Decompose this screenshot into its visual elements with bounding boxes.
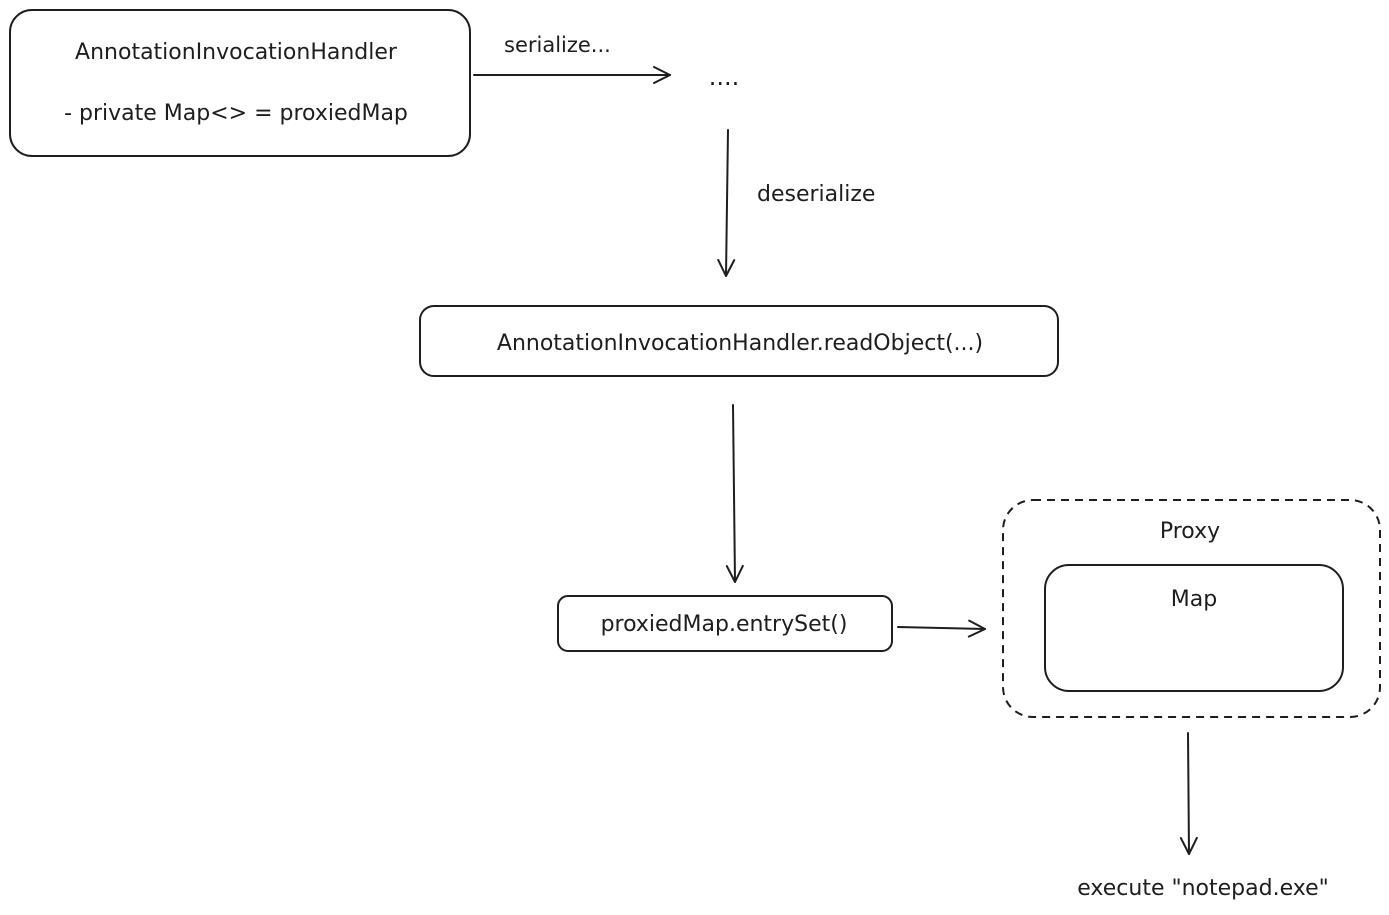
execute-label: execute "notepad.exe" [1077,876,1328,901]
map-node[interactable]: Map [1044,564,1344,692]
handler-field: - private Map<> = proxiedMap [64,101,408,126]
serialized-data-label: .... [709,63,740,91]
entry-set-node[interactable]: proxiedMap.entrySet() [557,595,893,652]
handler-box [9,9,471,157]
read-object-to-entry-set-arrow [725,404,744,583]
deserialize-edge: deserialize [717,129,875,277]
proxy-node[interactable]: Proxy Map [1002,499,1381,718]
proxy-box [1002,499,1381,718]
serialize-label: serialize... [504,33,611,57]
entry-set-to-proxy-arrow [897,619,986,638]
proxy-label: Proxy [1160,519,1220,544]
handler-node[interactable]: AnnotationInvocationHandler - private Ma… [9,9,471,157]
map-label: Map [1171,587,1217,612]
serialize-edge: serialize... [473,33,671,84]
read-object-box [419,305,1059,377]
deserialize-arrow [717,129,736,277]
read-object-node[interactable]: AnnotationInvocationHandler.readObject(.… [419,305,1059,377]
proxy-to-execute-arrow [1179,732,1198,855]
deserialize-label: deserialize [757,182,875,207]
map-box [1044,564,1344,692]
handler-title: AnnotationInvocationHandler [75,40,398,65]
entry-set-box [557,595,893,652]
read-object-label: AnnotationInvocationHandler.readObject(.… [497,331,983,356]
entry-set-label: proxiedMap.entrySet() [601,612,848,637]
